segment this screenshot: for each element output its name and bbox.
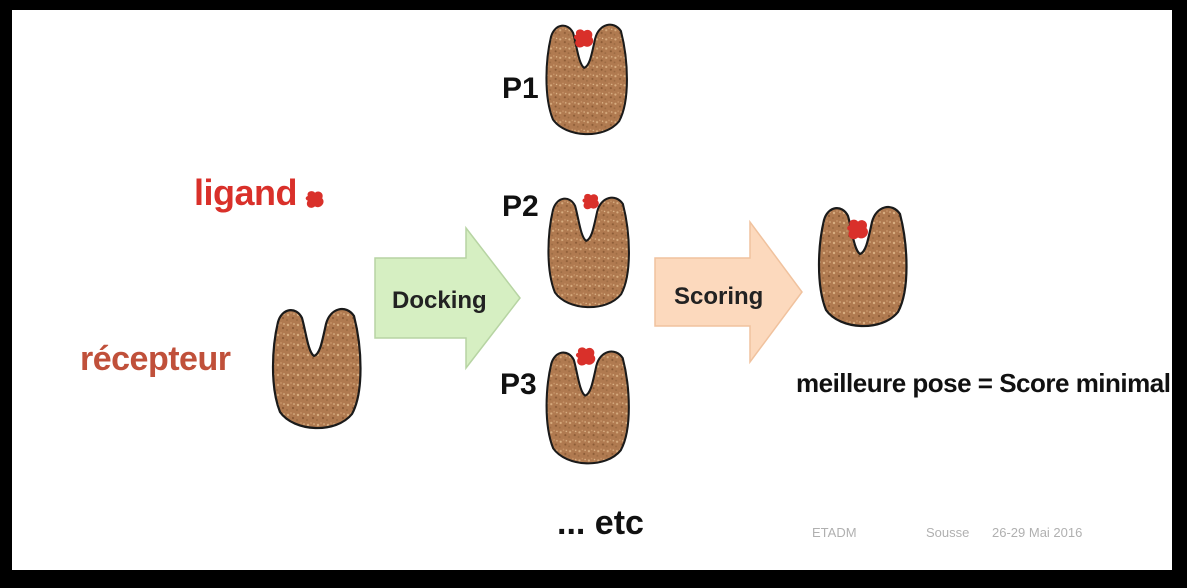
receptor-icon	[273, 309, 361, 428]
receptor-label: récepteur	[80, 340, 230, 379]
ligand-label: ligand	[194, 172, 297, 214]
scoring-arrow: Scoring	[655, 222, 802, 362]
pose-label-p3: P3	[500, 368, 537, 402]
pose-p1	[546, 25, 627, 134]
receptor-icon	[547, 352, 629, 464]
pose-label-p1: P1	[502, 72, 539, 106]
docking-arrow: Docking	[375, 228, 520, 368]
receptor-icon	[548, 198, 629, 307]
ligand-icon	[576, 347, 595, 365]
footer-place: Sousse	[926, 525, 969, 540]
best-pose-label: meilleure pose = Score minimal	[796, 368, 1170, 399]
docking-label: Docking	[392, 287, 487, 314]
etc-label: ... etc	[557, 504, 644, 543]
ligand-icon	[306, 191, 324, 208]
pose-p3	[547, 347, 629, 463]
ligand-icon	[574, 29, 593, 47]
scoring-label: Scoring	[674, 283, 763, 310]
pose-label-p2: P2	[502, 190, 539, 224]
footer-date: 26-29 Mai 2016	[992, 525, 1082, 540]
pose-p2	[548, 194, 629, 307]
docking-diagram: Docking Scoring	[12, 10, 1172, 570]
best-pose	[819, 207, 907, 326]
slide: Docking Scoring ligand récepteur P1 P2 P…	[12, 10, 1172, 570]
ligand-icon	[847, 220, 868, 240]
ligand-icon	[582, 194, 598, 209]
footer-event: ETADM	[812, 525, 857, 540]
